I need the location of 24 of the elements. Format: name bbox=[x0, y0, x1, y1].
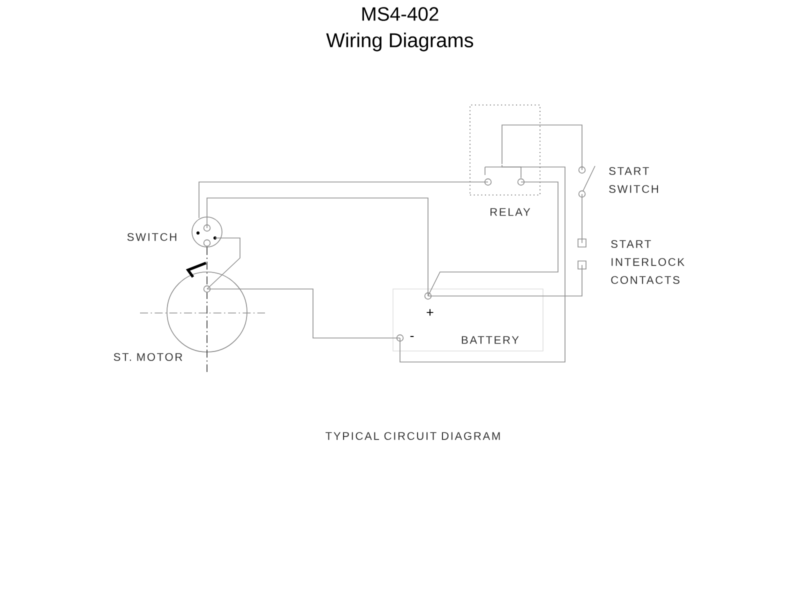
wire bbox=[206, 288, 400, 338]
caption: TYPICAL CIRCUIT DIAGRAM bbox=[326, 432, 500, 440]
component-label: BATTERY bbox=[462, 336, 519, 344]
title: MS4-402 bbox=[362, 7, 438, 21]
subtitle: Wiring Diagrams bbox=[326, 32, 474, 52]
wire bbox=[198, 182, 488, 218]
wire bbox=[206, 238, 240, 290]
component-label: ST. MOTOR bbox=[114, 353, 182, 361]
component-label: SWITCH bbox=[127, 233, 176, 241]
wire bbox=[428, 264, 582, 296]
wire bbox=[400, 166, 566, 362]
relay-box bbox=[469, 104, 541, 196]
component-label: RELAY bbox=[490, 208, 530, 216]
battery-box bbox=[392, 288, 544, 352]
polarity-sign: + bbox=[426, 309, 434, 316]
contacts-symbol bbox=[578, 238, 586, 270]
wire bbox=[206, 198, 428, 296]
wire bbox=[428, 182, 558, 296]
wire bbox=[502, 124, 582, 170]
component-label: START INTERLOCK CONTACTS bbox=[611, 240, 684, 284]
switch-symbol bbox=[578, 166, 596, 198]
component-label: START SWITCH bbox=[609, 167, 658, 193]
polarity-sign: - bbox=[410, 336, 414, 337]
switch-symbol bbox=[192, 216, 222, 248]
